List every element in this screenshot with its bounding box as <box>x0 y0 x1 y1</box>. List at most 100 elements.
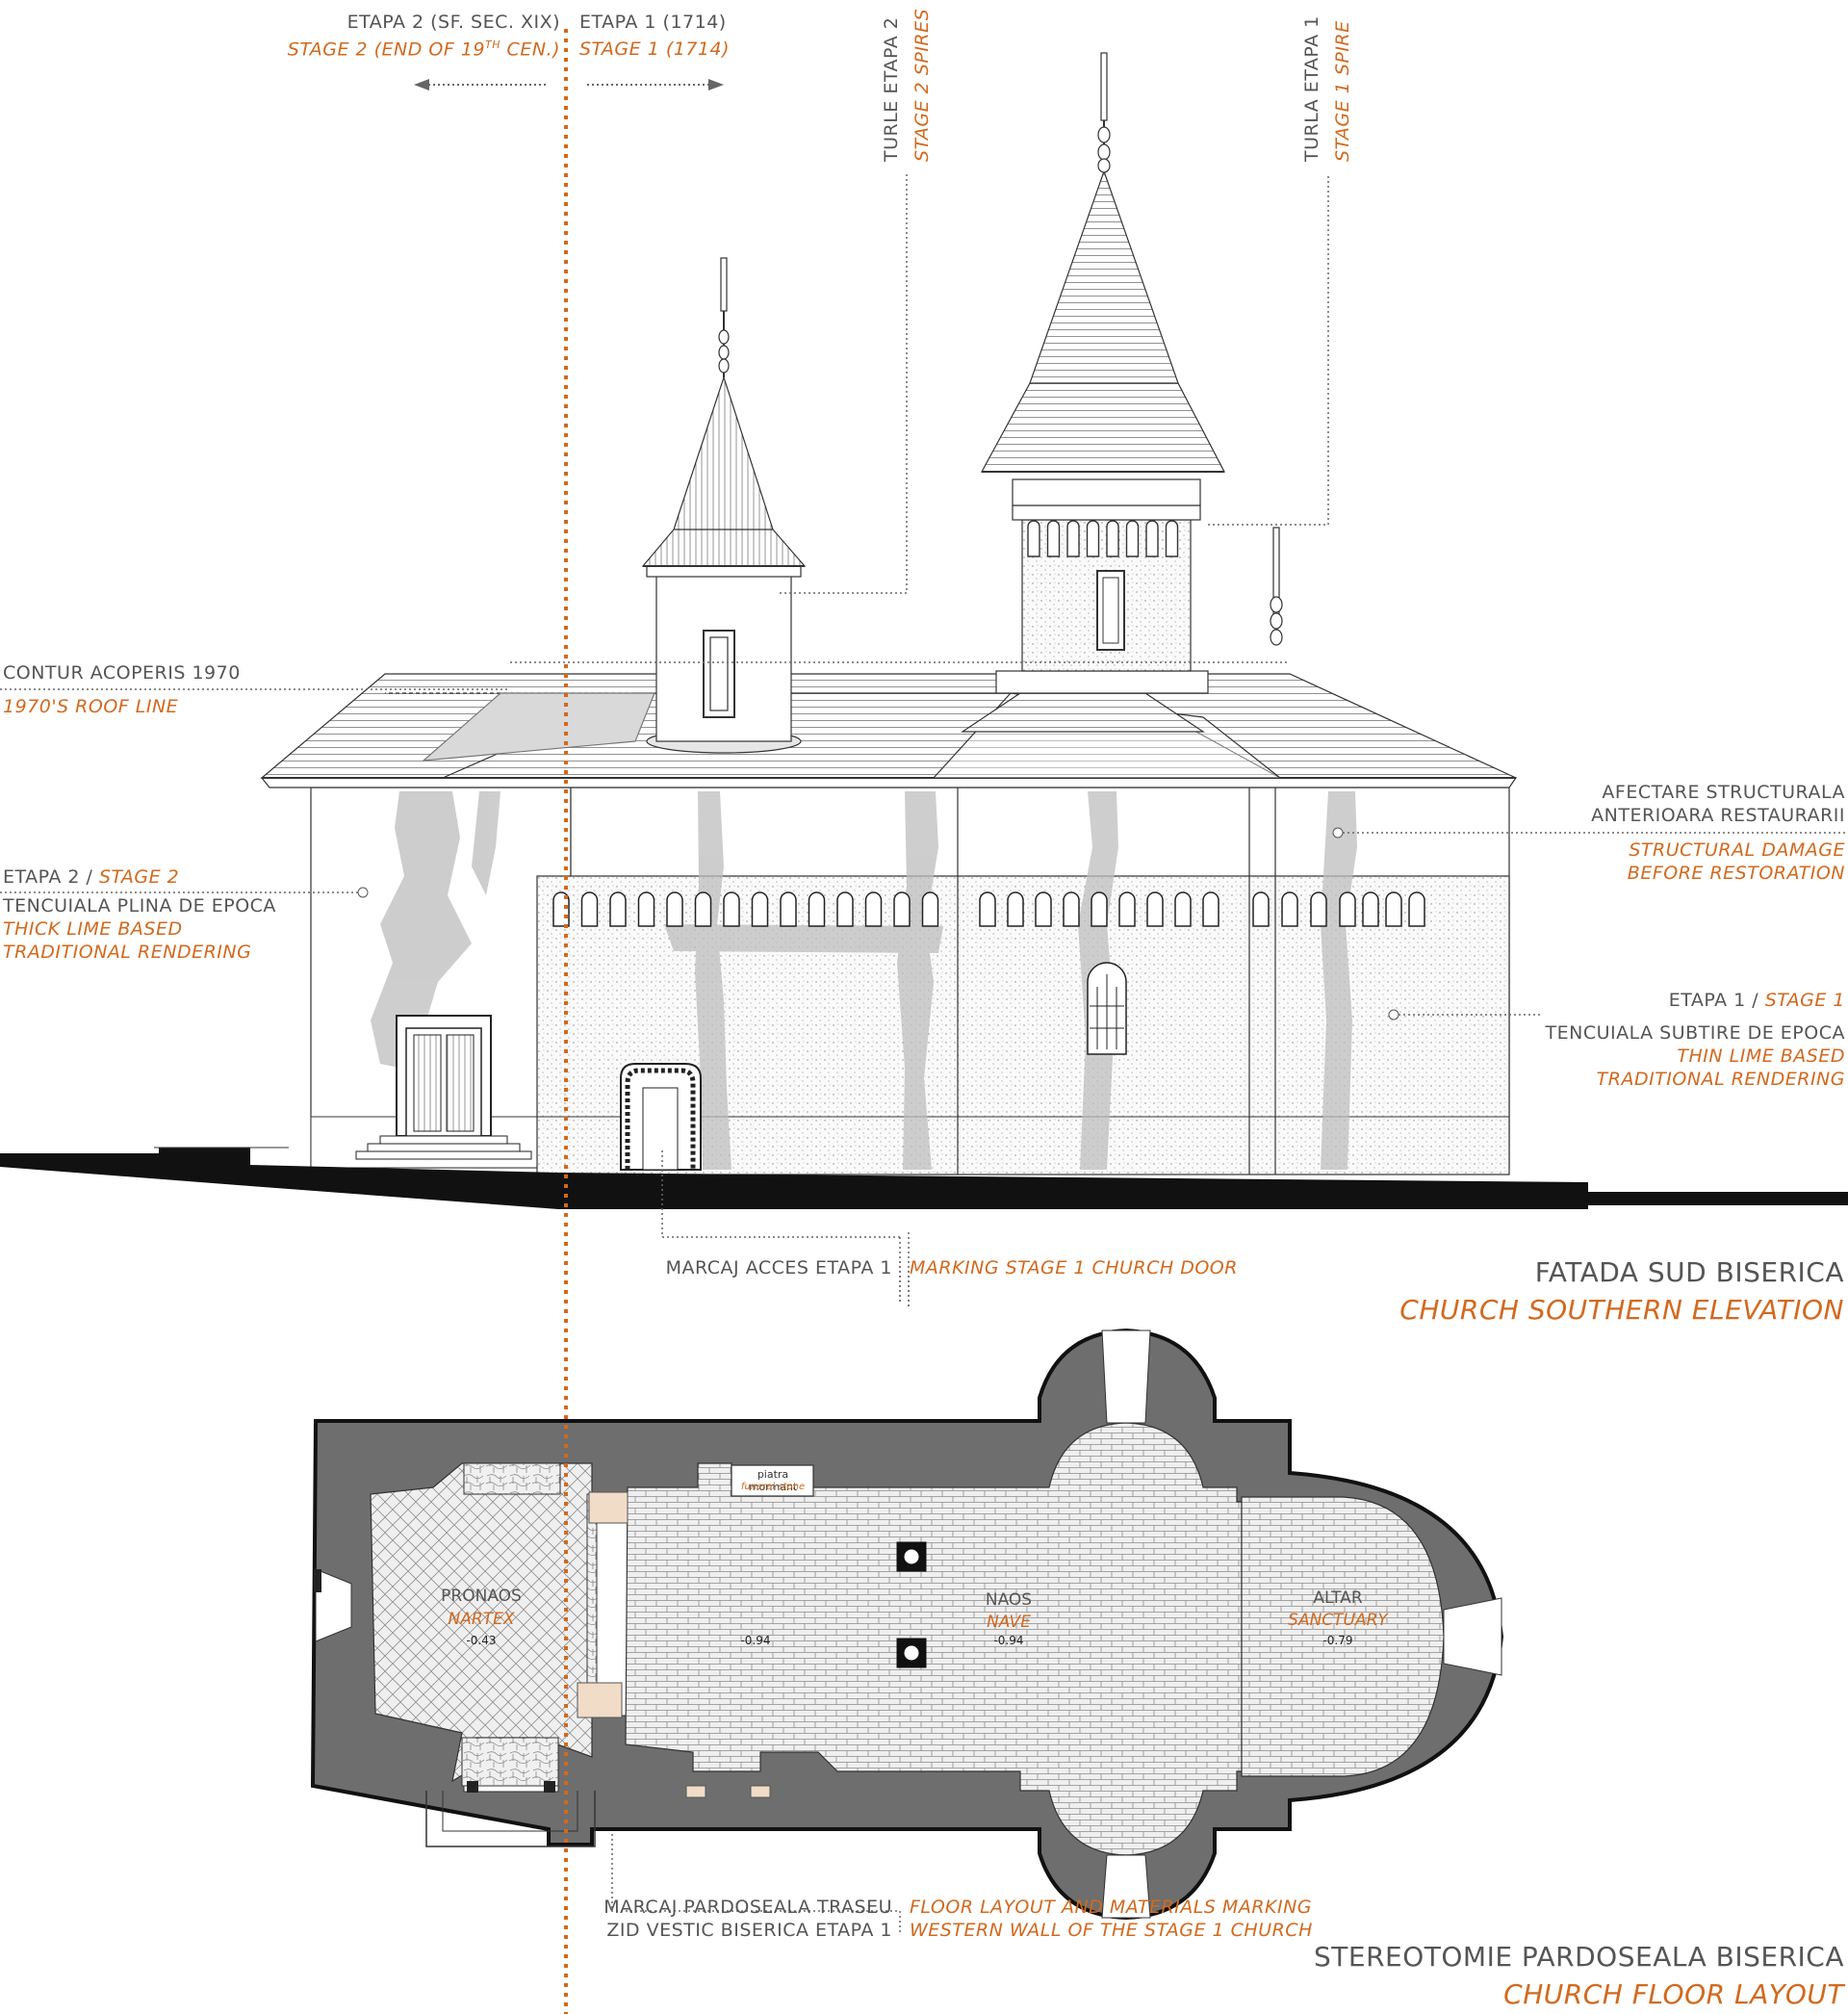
spire-stage1-en: STAGE 1 SPIRE <box>1332 20 1353 162</box>
room-naos-ro: NAOS <box>985 1590 1033 1610</box>
right-stage-label: ETAPA 1 / STAGE 1 <box>1668 990 1845 1011</box>
arcade-window <box>1385 891 1402 927</box>
floor-marker-ro1: MARCAJ PARDOSEALA TRASEU <box>603 1897 892 1918</box>
floor-marker-en1: FLOOR LAYOUT AND MATERIALS MARKING <box>910 1897 1313 1918</box>
roof-label-en: 1970'S ROOF LINE <box>3 696 179 717</box>
door-marker-en: MARKING STAGE 1 CHURCH DOOR <box>910 1257 1238 1278</box>
floor-marker-en2: WESTERN WALL OF THE STAGE 1 CHURCH <box>910 1920 1313 1941</box>
arcade-window <box>1310 891 1327 927</box>
arcade-window <box>609 891 627 927</box>
tower-window <box>1027 520 1040 557</box>
arcade-window <box>1339 891 1356 927</box>
main-roof <box>260 673 1518 788</box>
level-naos: -0.94 <box>993 1634 1024 1647</box>
stage1-tower <box>961 52 1225 733</box>
room-naos-en: NAVE <box>987 1613 1031 1632</box>
stage1-door <box>620 1063 702 1171</box>
stage2-door <box>355 1015 532 1160</box>
room-altar-en: SANCTUARY <box>1288 1611 1388 1630</box>
floor-plan <box>310 1328 1504 1921</box>
window-embrasures <box>315 1330 1502 1919</box>
arcade-window <box>751 891 769 927</box>
right-rendering-en1: THIN LIME BASED <box>1677 1046 1845 1067</box>
plan-title-en: CHURCH FLOOR LAYOUT <box>1503 1978 1844 2010</box>
right-rendering-en2: TRADITIONAL RENDERING <box>1596 1069 1845 1090</box>
stage2-tower <box>641 257 807 754</box>
plan-title-ro: STEREOTOMIE PARDOSEALA BISERICA <box>1314 1941 1844 1973</box>
arcade-window <box>666 891 683 927</box>
arcade-window <box>694 891 712 927</box>
right-rendering-ro: TENCUIALA SUBTIRE DE EPOCA <box>1545 1022 1845 1044</box>
level-pronaos: -0.43 <box>466 1634 497 1647</box>
tower-window <box>1106 520 1119 557</box>
room-pronaos-ro: PRONAOS <box>441 1587 522 1606</box>
structural-damage-stains <box>371 791 1357 1170</box>
stage2-label-ro: ETAPA 2 (SF. SEC. XIX) <box>346 12 560 33</box>
marker-right <box>1388 1009 1399 1020</box>
damage-en1: STRUCTURAL DAMAGE <box>1629 839 1845 861</box>
pillars <box>896 1541 927 1668</box>
tower-window <box>1125 520 1140 557</box>
arcade-window <box>723 891 740 927</box>
church-elevation <box>0 52 1848 1209</box>
damage-en2: BEFORE RESTORATION <box>1627 863 1845 884</box>
left-rendering-en1: THICK LIME BASED <box>3 918 183 940</box>
arched-window <box>1087 962 1127 1055</box>
funeral-stone-ro: piatra mormant <box>748 1468 798 1493</box>
arcade-window <box>1252 891 1270 927</box>
arcade-windows <box>552 891 1425 927</box>
marker-damage <box>1332 827 1344 839</box>
arcade-window <box>808 891 826 927</box>
floor-marker-ro2: ZID VESTIC BISERICA ETAPA 1 <box>606 1920 892 1941</box>
stage1-label-ro: ETAPA 1 (1714) <box>579 12 727 33</box>
damage-ro1: AFECTARE STRUCTURALA <box>1602 782 1845 803</box>
arcade-window <box>921 891 939 927</box>
roof-label-ro: CONTUR ACOPERIS 1970 <box>3 662 241 684</box>
arcade-window <box>1281 891 1298 927</box>
tower-window <box>1165 520 1179 557</box>
arcade-window <box>1118 891 1136 927</box>
arcade-window <box>1146 891 1164 927</box>
left-rendering-en2: TRADITIONAL RENDERING <box>3 942 252 963</box>
arcade-window <box>1408 891 1425 927</box>
tower-window <box>1086 520 1100 557</box>
arcade-window <box>1091 891 1108 927</box>
spires-stage2-en: STAGE 2 SPIRES <box>911 8 933 162</box>
arcade-window <box>893 891 911 927</box>
stage1-label-en: STAGE 1 (1714) <box>579 39 730 60</box>
damage-ro2: ANTERIOARA RESTAURARII <box>1591 805 1845 826</box>
marker-stone-top <box>588 1491 629 1524</box>
left-rendering-ro: TENCUIALA PLINA DE EPOCA <box>3 895 276 917</box>
east-cross <box>1270 527 1283 646</box>
arcade-window <box>836 891 854 927</box>
elevation-title-en: CHURCH SOUTHERN ELEVATION <box>1399 1294 1844 1326</box>
tower-window <box>1066 520 1080 557</box>
elevation-title-ro: FATADA SUD BISERICA <box>1534 1256 1844 1288</box>
arcade-window <box>1202 891 1219 927</box>
arcade-window <box>1035 891 1052 927</box>
arcade-window <box>637 891 655 927</box>
level-altar: -0.79 <box>1322 1634 1353 1647</box>
arcade-window <box>1362 891 1379 927</box>
arcade-window <box>780 891 797 927</box>
room-altar-ro: ALTAR <box>1313 1588 1363 1608</box>
tower-window <box>1145 520 1159 557</box>
arcade-window <box>979 891 996 927</box>
spires-stage2-ro: TURLE ETAPA 2 <box>881 16 902 162</box>
left-stage-label: ETAPA 2 / STAGE 2 <box>3 866 180 888</box>
stage2-label-en: STAGE 2 (END OF 19TH CEN.) <box>287 39 560 61</box>
arcade-window <box>1063 891 1080 927</box>
marker-left <box>357 887 369 898</box>
arcade-window <box>864 891 883 927</box>
level-nave-west: -0.94 <box>740 1634 771 1647</box>
arcade-window <box>1007 891 1024 927</box>
leader-lines <box>0 173 1848 1935</box>
funeral-stone <box>731 1464 814 1497</box>
room-pronaos-en: NARTEX <box>448 1610 515 1629</box>
arcade-window <box>580 891 599 927</box>
spire-stage1-ro: TURLA ETAPA 1 <box>1301 15 1322 162</box>
arcade-window <box>1174 891 1192 927</box>
marker-stone-bottom <box>577 1682 623 1718</box>
door-marker-ro: MARCAJ ACCES ETAPA 1 <box>665 1257 892 1278</box>
